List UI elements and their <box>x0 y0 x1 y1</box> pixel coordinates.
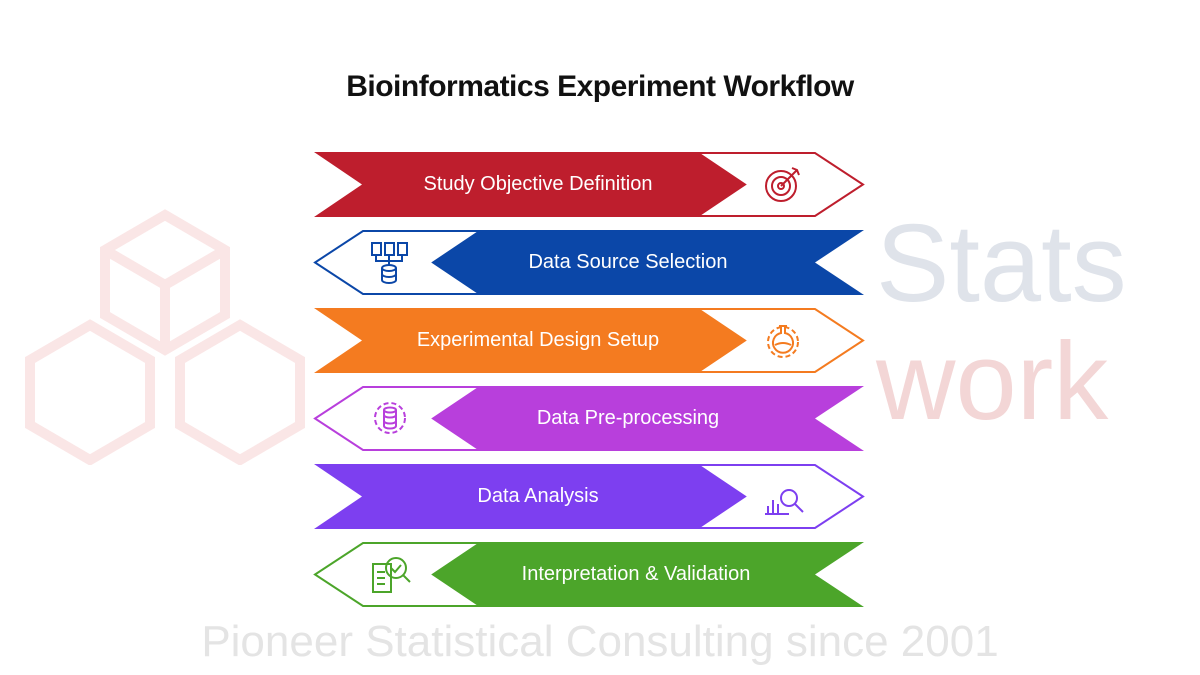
step-label: Experimental Design Setup <box>416 329 660 351</box>
watermark-logo <box>25 209 305 465</box>
arrow-band <box>314 152 745 217</box>
workflow-step-6 <box>313 542 864 607</box>
workflow-step-1 <box>314 152 865 217</box>
flask-gear-icon <box>761 318 805 362</box>
arrow-band <box>314 308 745 373</box>
arrow-band <box>433 542 864 607</box>
step-label: Interpretation & Validation <box>521 563 751 585</box>
step-label: Data Pre-processing <box>536 407 720 429</box>
workflow-step-4 <box>313 386 864 451</box>
watermark-tagline: Pioneer Statistical Consulting since 200… <box>201 617 999 666</box>
workflow-step-2 <box>313 230 864 295</box>
arrow-band <box>433 386 864 451</box>
checklist-magnifier-icon <box>368 552 412 596</box>
database-icon <box>368 240 412 284</box>
chart-magnifier-icon <box>761 474 805 518</box>
step-label: Study Objective Definition <box>423 173 653 195</box>
arrow-band <box>314 464 745 529</box>
watermark-brand-a: Stats <box>876 202 1127 325</box>
step-label: Data Source Selection <box>528 251 728 273</box>
gear-database-icon <box>368 396 412 440</box>
target-icon <box>761 162 805 206</box>
workflow-step-3 <box>314 308 865 373</box>
page-title: Bioinformatics Experiment Workflow <box>346 70 854 103</box>
arrow-band <box>433 230 864 295</box>
step-label: Data Analysis <box>477 485 599 507</box>
watermark-brand-b: work <box>876 320 1109 443</box>
